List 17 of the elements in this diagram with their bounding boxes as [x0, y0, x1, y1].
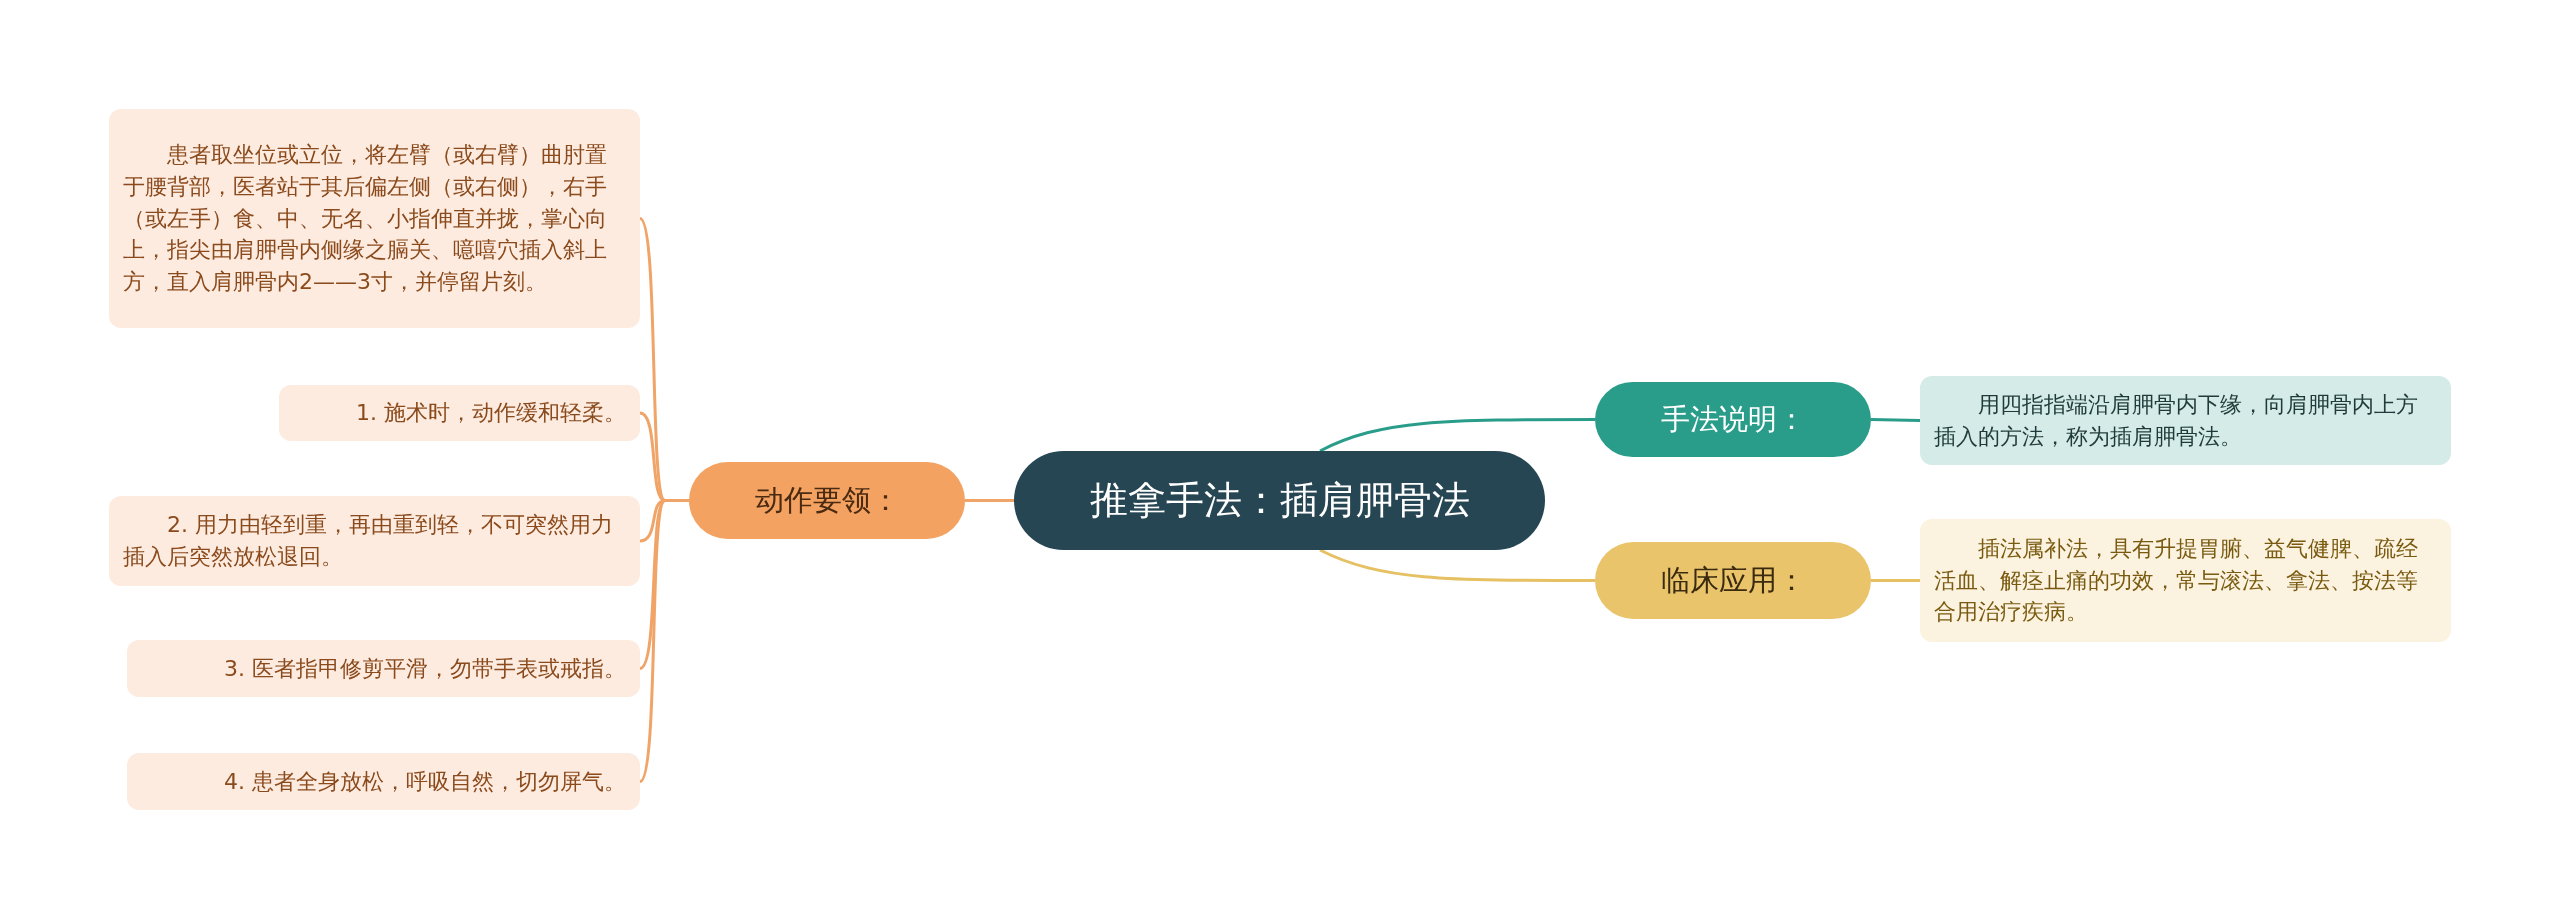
connector-line [1871, 579, 1920, 582]
note-box: 2. 用力由轻到重，再由重到轻，不可突然用力插入后突然放松退回。 [109, 496, 640, 586]
note-box: 用四指指端沿肩胛骨内下缘，向肩胛骨内上方插入的方法，称为插肩胛骨法。 [1920, 376, 2451, 465]
note-box: 插法属补法，具有升提胃腑、益气健脾、疏经活血、解痉止痛的功效，常与滚法、拿法、按法等合用治疗疾病。 [1920, 519, 2451, 642]
connector-line [1319, 418, 1595, 453]
connector-line [1319, 548, 1595, 582]
central-topic: 推拿手法：插肩胛骨法 [1014, 451, 1545, 550]
branch-topic: 动作要领： [689, 462, 965, 539]
note-box: 1. 施术时，动作缓和轻柔。 [279, 385, 640, 441]
connector-line [638, 499, 689, 783]
connector-line [1870, 418, 1921, 422]
connector-line [965, 499, 1014, 502]
branch-topic: 临床应用： [1595, 542, 1871, 619]
note-box: 4. 患者全身放松，呼吸自然，切勿屏气。 [127, 753, 640, 810]
branch-topic: 手法说明： [1595, 382, 1871, 457]
note-box: 3. 医者指甲修剪平滑，勿带手表或戒指。 [127, 640, 640, 697]
note-box: 患者取坐位或立位，将左臂（或右臂）曲肘置于腰背部，医者站于其后偏左侧（或右侧），右手（或左手）食、中、无名、小指伸直并拢，掌心向上，指尖由肩胛骨内侧缘之膈关、噫嘻穴插入斜上方，直入肩胛骨内2——3寸，并停留片刻。 [109, 109, 640, 328]
